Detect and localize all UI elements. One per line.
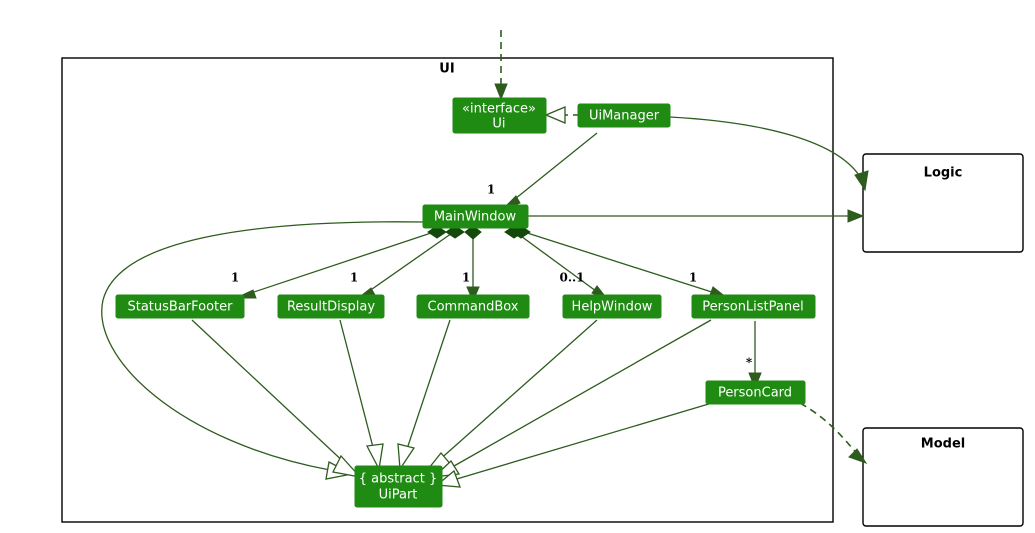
class-statusbarfooter-name: StatusBarFooter	[127, 300, 233, 315]
class-uipart-name: UiPart	[379, 488, 418, 503]
mult-personcard: *	[746, 356, 753, 370]
edge-mainwindow-to-personlistpanel: 1	[511, 225, 728, 299]
package-logic-label: Logic	[924, 166, 963, 181]
class-uimanager-name: UiManager	[589, 109, 660, 124]
class-helpwindow-name: HelpWindow	[572, 300, 653, 315]
package-model-label: Model	[921, 437, 965, 452]
edge-personcard-to-model	[799, 402, 868, 464]
class-uimanager[interactable]: UiManager	[577, 103, 671, 128]
edge-external-to-ui	[494, 30, 508, 101]
edge-mainwindow-to-logic	[528, 209, 865, 223]
edge-mainwindow-to-statusbarfooter: 1	[231, 225, 447, 299]
class-resultdisplay[interactable]: ResultDisplay	[277, 294, 385, 319]
package-ui: UI	[61, 57, 834, 523]
edge-uimanager-to-mainwindow: 1	[487, 132, 598, 211]
mult-helpwindow: 0..1	[559, 271, 584, 285]
class-personcard[interactable]: PersonCard	[705, 380, 806, 405]
edge-mainwindow-to-resultdisplay: 1	[350, 225, 465, 300]
edge-statusbarfooter-to-uipart	[191, 319, 362, 478]
mult-statusbarfooter: 1	[231, 271, 239, 285]
mult-personlistpanel: 1	[689, 271, 697, 285]
edge-resultdisplay-to-uipart	[339, 319, 384, 472]
class-personlistpanel-name: PersonListPanel	[702, 300, 803, 315]
edge-personlistpanel-to-uipart	[432, 319, 712, 478]
class-uipart[interactable]: { abstract } UiPart	[354, 465, 443, 508]
class-resultdisplay-name: ResultDisplay	[287, 300, 375, 315]
class-personcard-name: PersonCard	[718, 386, 792, 401]
class-mainwindow-name: MainWindow	[434, 210, 517, 225]
edge-personcard-to-uipart	[435, 402, 713, 488]
edge-uimanager-to-logic	[669, 116, 869, 192]
edge-personlistpanel-to-personcard: *	[746, 321, 762, 390]
mult-commandbox: 1	[462, 271, 470, 285]
edge-uimanager-realizes-ui	[544, 106, 580, 124]
package-logic: Logic	[862, 153, 1024, 253]
class-uipart-modifier: { abstract }	[359, 472, 437, 487]
mult-mainwindow: 1	[487, 183, 495, 197]
class-statusbarfooter[interactable]: StatusBarFooter	[115, 294, 245, 319]
class-commandbox[interactable]: CommandBox	[416, 294, 530, 319]
edge-commandbox-to-uipart	[397, 319, 451, 471]
class-helpwindow[interactable]: HelpWindow	[562, 294, 662, 319]
edge-mainwindow-to-uipart	[101, 221, 424, 480]
class-personlistpanel[interactable]: PersonListPanel	[691, 294, 816, 319]
edge-mainwindow-to-commandbox: 1	[462, 225, 482, 303]
package-ui-label: UI	[439, 62, 454, 77]
class-ui-interface[interactable]: «interface» Ui	[452, 97, 547, 134]
package-model: Model	[862, 427, 1024, 527]
class-ui-interface-stereotype: «interface»	[462, 102, 536, 117]
edge-helpwindow-to-uipart	[423, 319, 598, 475]
mult-resultdisplay: 1	[350, 271, 358, 285]
class-commandbox-name: CommandBox	[428, 300, 519, 315]
class-ui-interface-name: Ui	[492, 117, 505, 132]
class-mainwindow[interactable]: MainWindow	[422, 204, 529, 229]
